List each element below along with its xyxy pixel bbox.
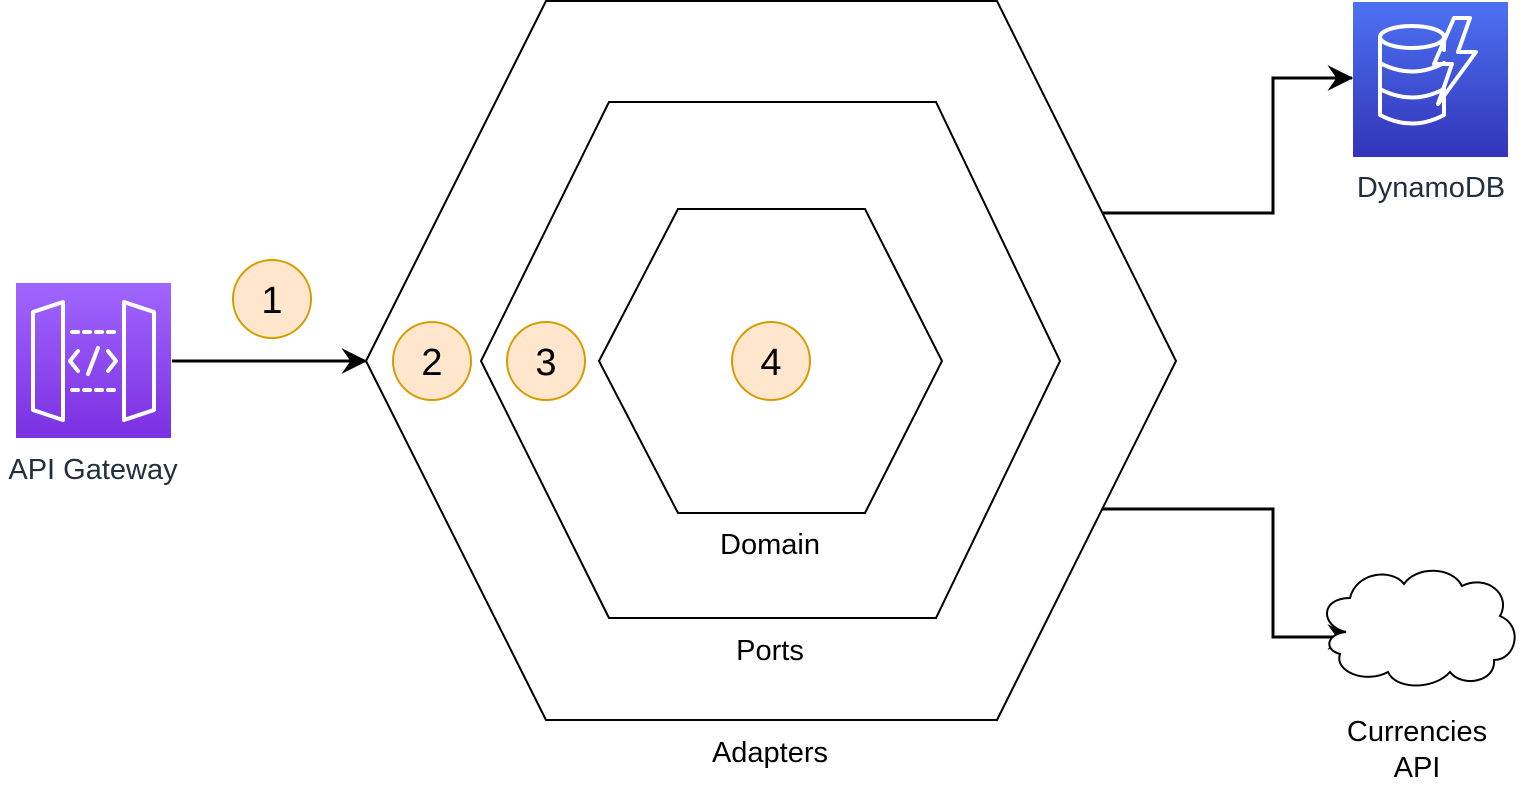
dynamodb-label: DynamoDB <box>1357 172 1505 204</box>
adapters-label: Adapters <box>712 737 828 769</box>
dynamodb-icon <box>1353 2 1508 157</box>
step-badge-1: 1 <box>232 259 312 339</box>
currencies-api-label-line2: API <box>1394 752 1441 784</box>
cloud-icon <box>1326 569 1516 687</box>
api-gateway-icon <box>16 283 171 438</box>
adapters-to-dynamodb-arrow <box>1102 65 1354 215</box>
currencies-api-label-line1: Currencies <box>1347 716 1487 748</box>
step-number: 4 <box>760 342 781 384</box>
domain-label: Domain <box>720 529 820 561</box>
ports-label: Ports <box>736 635 804 667</box>
api-gateway-label: API Gateway <box>8 454 178 486</box>
adapters-to-currencies-arrow <box>1102 507 1354 650</box>
step-badge-2: 2 <box>392 321 472 401</box>
step-badge-4: 4 <box>731 321 811 401</box>
step-badge-3: 3 <box>506 321 586 401</box>
step-number: 2 <box>421 342 442 384</box>
step-number: 3 <box>535 342 556 384</box>
step-number: 1 <box>261 280 282 322</box>
